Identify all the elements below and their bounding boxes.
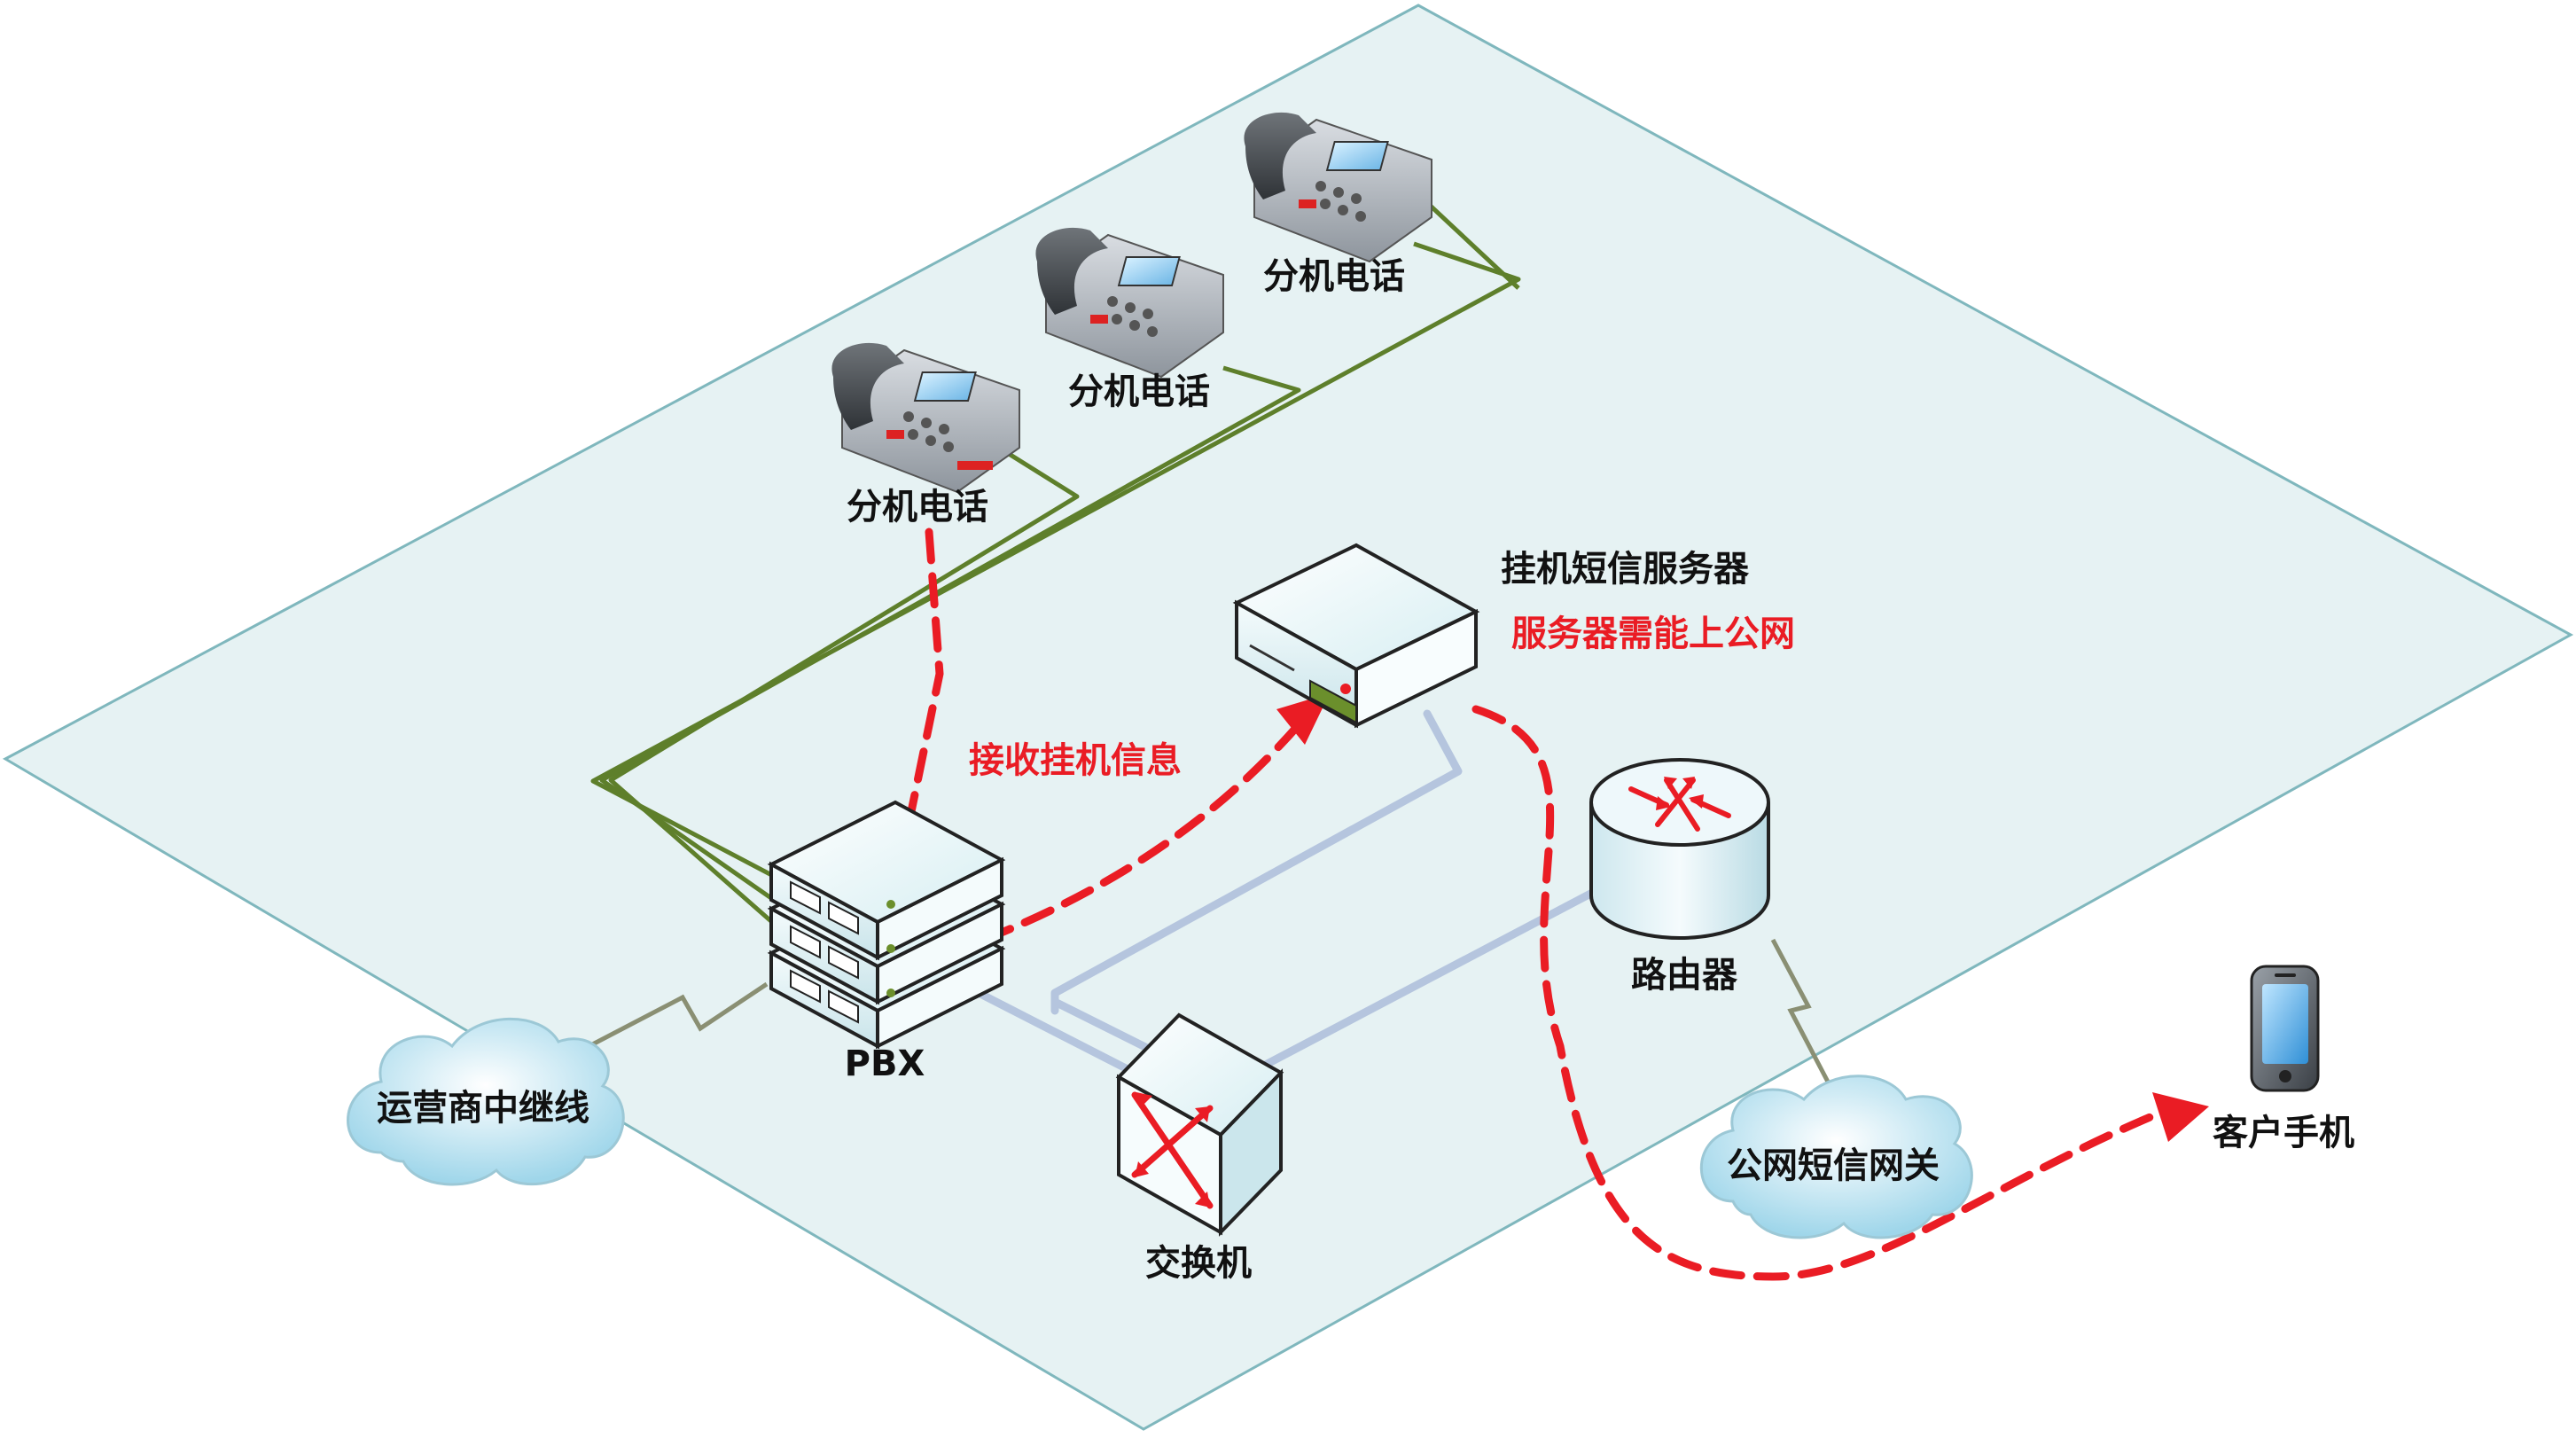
cloud-icon <box>1699 1075 1973 1239</box>
flow-arrowheads <box>1276 693 2209 1142</box>
ext-phone-label-3: 分机电话 <box>1263 256 1405 297</box>
receive-info-label: 接收挂机信息 <box>969 740 1182 781</box>
router-label: 路由器 <box>1631 955 1737 996</box>
carrier-trunk-label: 运营商中继线 <box>377 1088 589 1129</box>
ext-phone-label-2: 分机电话 <box>1068 371 1210 412</box>
customer-phone-label: 客户手机 <box>2213 1113 2354 1153</box>
pbx-icon <box>767 800 1006 1050</box>
hangup-server-label: 挂机短信服务器 <box>1501 549 1749 590</box>
lightning-link-icon <box>579 938 1842 1106</box>
phone-lines <box>590 184 1521 931</box>
desk-phone-icon <box>1244 112 1432 263</box>
flow-server-to-mobile <box>1471 705 2176 1281</box>
desk-phone-icon <box>831 342 1020 494</box>
sms-gateway-label: 公网短信网关 <box>1727 1145 1940 1186</box>
cloud-icon <box>347 1017 625 1186</box>
flow-pbx-to-server <box>980 705 1316 944</box>
switch-icon <box>1115 1012 1284 1237</box>
router-icon <box>1589 758 1770 940</box>
server-icon <box>1232 543 1480 729</box>
desk-phone-icon <box>1035 227 1224 379</box>
server-note-label: 服务器需能上公网 <box>1511 613 1795 654</box>
switch-label: 交换机 <box>1145 1243 1252 1284</box>
pbx-label: PBX <box>844 1043 925 1084</box>
mobile-phone-icon <box>2250 965 2320 1092</box>
ext-phone-label-1: 分机电话 <box>847 487 988 528</box>
